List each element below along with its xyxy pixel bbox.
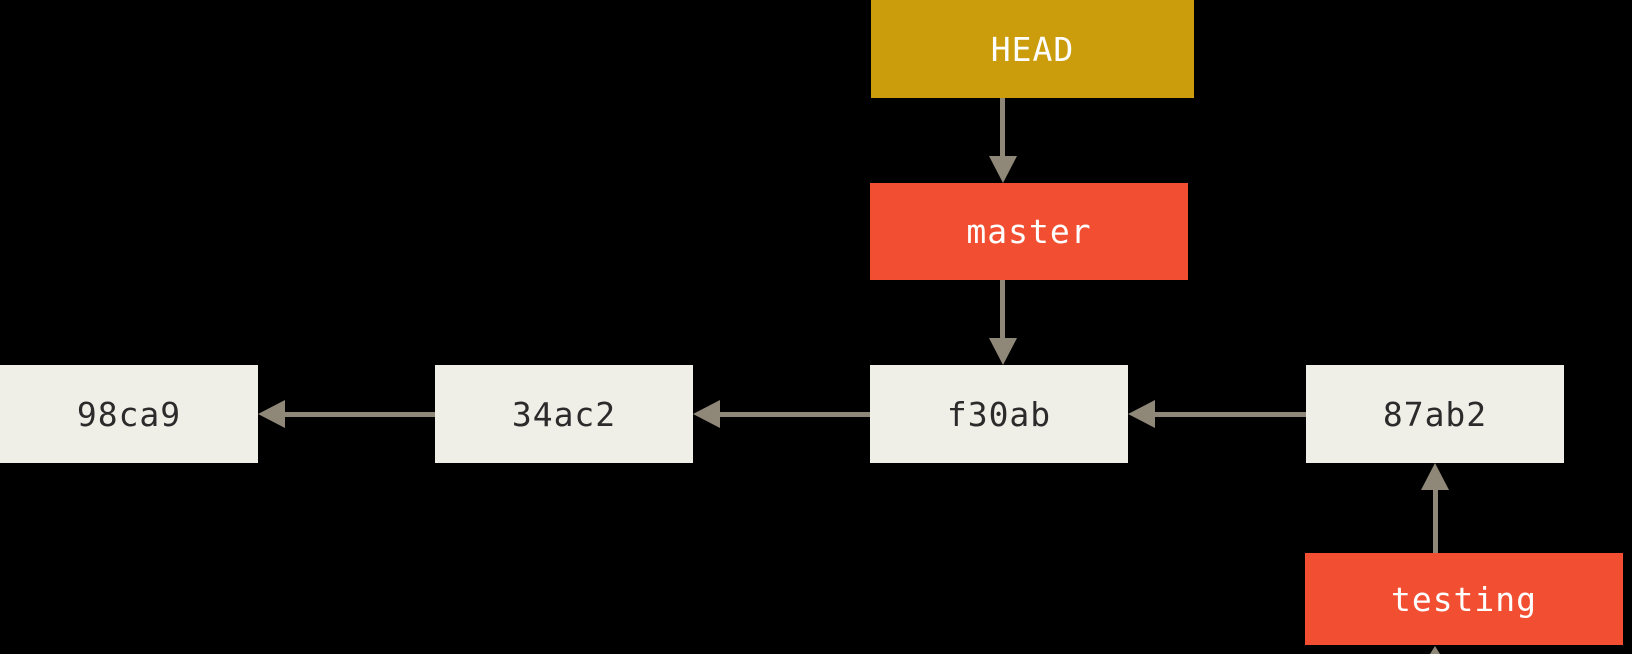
arrowhead-left-icon: [693, 400, 720, 428]
arrowhead-down-icon: [989, 338, 1017, 365]
arrowhead-left-icon: [1128, 400, 1155, 428]
arrow-line-34ac2-to-98ca9: [284, 412, 435, 417]
commit-box-98ca9: 98ca9: [0, 365, 258, 463]
commit-box-f30ab: f30ab: [870, 365, 1128, 463]
arrow-line-f30ab-to-34ac2: [719, 412, 870, 417]
head-pointer-box: HEAD: [871, 0, 1194, 98]
commit-box-87ab2: 87ab2: [1306, 365, 1564, 463]
arrowhead-up-icon: [1421, 463, 1449, 490]
arrow-line-testing-to-87ab2: [1433, 489, 1438, 553]
arrowhead-down-icon: [989, 156, 1017, 183]
testing-branch-box: testing: [1305, 553, 1623, 645]
arrow-line-master-to-f30ab: [1000, 280, 1005, 339]
arrowhead-up-cutoff-icon: [1430, 646, 1440, 654]
arrow-line-head-to-master: [1000, 98, 1005, 157]
commit-box-34ac2: 34ac2: [435, 365, 693, 463]
arrowhead-left-icon: [258, 400, 285, 428]
master-branch-box: master: [870, 183, 1188, 280]
arrow-line-87ab2-to-f30ab: [1154, 412, 1306, 417]
